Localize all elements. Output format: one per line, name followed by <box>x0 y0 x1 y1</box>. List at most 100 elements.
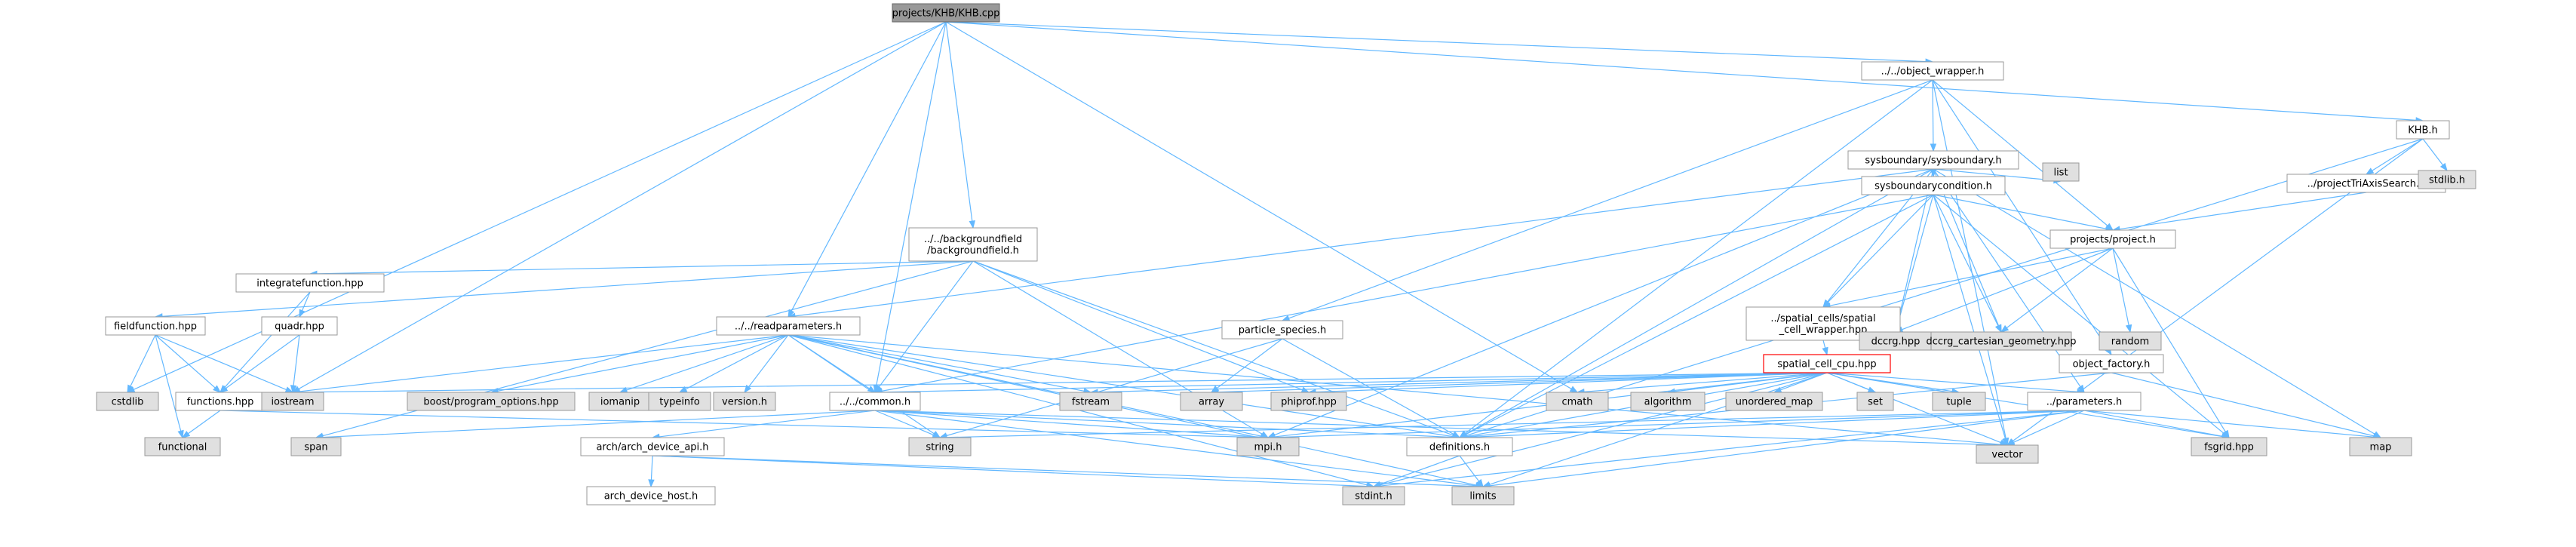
edge-spatial_cell_cpu-to-parameters <box>1826 372 2078 392</box>
node-label: cmath <box>1561 397 1592 408</box>
node-label: iomanip <box>600 397 640 408</box>
node-functions[interactable]: functions.hpp <box>175 392 266 411</box>
edge-readparameters-to-fstream <box>788 334 1085 392</box>
node-label: cstdlib <box>112 397 144 408</box>
node-label: ../projectTriAxisSearch.h <box>2307 179 2426 190</box>
node-boost-po: boost/program_options.hpp <box>407 392 576 411</box>
node-project-h[interactable]: projects/project.h <box>2049 229 2176 249</box>
node-integratefunction[interactable]: integratefunction.hpp <box>235 273 385 293</box>
node-label: ../../common.h <box>840 397 910 408</box>
edge-fieldfunction-to-cstdlib <box>130 334 156 387</box>
node-box <box>1180 392 1243 411</box>
edge-backgroundfield-to-integratefunction <box>316 260 974 275</box>
node-version-h: version.h <box>713 392 776 411</box>
node-box <box>2396 120 2450 140</box>
node-label: string <box>926 442 953 453</box>
node-label: functional <box>158 442 207 453</box>
node-label: unordered_map <box>1736 397 1813 408</box>
node-box <box>105 316 206 336</box>
edge-spatial_cell_cpu-to-vector <box>1826 372 2001 444</box>
node-backgroundfield[interactable]: ../../backgroundfield/backgroundfield.h <box>908 227 1038 262</box>
edge-sysboundarycondition-to-spatial_cell_wrapper <box>1827 194 1934 303</box>
node-box <box>1930 331 2072 351</box>
node-box <box>1236 437 1300 456</box>
node-definitions[interactable]: definitions.h <box>1406 437 1513 456</box>
edge-definitions-to-stdint <box>1380 455 1460 485</box>
node-box <box>2059 354 2164 373</box>
node-iostream: iostream <box>261 392 324 411</box>
edge-project_h-to-dccrg_cart <box>2006 247 2114 329</box>
node-label: arch/arch_device_api.h <box>596 442 708 453</box>
node-label: boost/program_options.hpp <box>423 397 558 408</box>
node-box <box>407 392 576 411</box>
edge-project_h-to-spatial_cell_wrapper <box>1829 247 2114 306</box>
edge-khb_cpp-to-cmath <box>945 21 1572 389</box>
edge-spatial_cell_cpu-to-cmath <box>1583 372 1828 392</box>
node-label: ../../readparameters.h <box>735 321 842 333</box>
edge-quadr-to-functions <box>225 334 300 389</box>
node-parameters[interactable]: ../parameters.h <box>2027 392 2142 411</box>
edge-khb_h-to-definitions <box>1466 138 2424 436</box>
node-label: dccrg_cartesian_geometry.hpp <box>1926 336 2076 348</box>
node-khb-cpp[interactable]: projects/KHB/KHB.cpp <box>892 3 1000 23</box>
node-readparameters[interactable]: ../../readparameters.h <box>716 316 861 336</box>
node-particle-species[interactable]: particle_species.h <box>1221 320 1343 340</box>
arrowhead-khb_cpp-to-readparameters <box>788 309 795 318</box>
edge-readparameters-to-version_h <box>748 334 789 388</box>
edge-spatial_cell_cpu-to-stdint <box>1380 372 1828 486</box>
node-spatial-cell-wrapper[interactable]: ../spatial_cells/spatial_cell_wrapper.hp… <box>1745 306 1901 341</box>
node-box <box>892 3 1000 23</box>
edge-sysboundary-to-dccrg_cart <box>1933 168 2000 326</box>
node-label: tuple <box>1946 397 1971 408</box>
arrowhead-spatial_cell_wrapper-to-spatial_cell_cpu <box>1822 346 1828 356</box>
arrowhead-quadr-to-iostream <box>290 385 297 394</box>
node-span: span <box>290 437 342 456</box>
node-sysboundarycondition[interactable]: sysboundarycondition.h <box>1861 176 2006 195</box>
node-label: list <box>2053 167 2068 179</box>
node-arch-host[interactable]: arch_device_host.h <box>586 486 716 506</box>
node-label: integratefunction.hpp <box>256 278 364 290</box>
node-box <box>1861 61 2004 81</box>
arrowhead-project_h-to-random <box>2125 324 2132 333</box>
node-label: quadr.hpp <box>275 321 324 333</box>
node-fieldfunction[interactable]: fieldfunction.hpp <box>105 316 206 336</box>
node-object-factory[interactable]: object_factory.h <box>2059 354 2164 373</box>
edge-fieldfunction-to-functions <box>155 334 216 389</box>
node-box <box>235 273 385 293</box>
node-common[interactable]: ../../common.h <box>829 392 921 411</box>
node-label: fieldfunction.hpp <box>114 321 197 333</box>
edge-spatial_cell_cpu-to-common <box>881 372 1828 393</box>
edge-object_wrapper-to-project_h <box>1932 79 2108 226</box>
node-map: map <box>2349 437 2412 456</box>
node-box <box>829 392 921 411</box>
edge-definitions-to-limits <box>1459 455 1480 482</box>
edge-readparameters-to-vector <box>788 334 2001 445</box>
node-tuple: tuple <box>1932 392 1986 411</box>
node-set: set <box>1856 392 1894 411</box>
node-mpi: mpi.h <box>1236 437 1300 456</box>
edge-khb_cpp-to-iostream <box>298 21 947 390</box>
node-sysboundary[interactable]: sysboundary/sysboundary.h <box>1847 150 2019 170</box>
edge-object_wrapper-to-vector <box>1932 79 2006 439</box>
edge-fieldfunction-to-functional <box>155 334 182 432</box>
node-label: ../../backgroundfield <box>924 234 1022 245</box>
edge-khb_h-to-projecttriaxis <box>2372 138 2424 171</box>
edge-parameters-to-stdint <box>1380 410 2085 487</box>
node-label: version.h <box>722 397 767 408</box>
node-object-wrapper[interactable]: ../../object_wrapper.h <box>1861 61 2004 81</box>
node-label: particle_species.h <box>1239 325 1326 336</box>
edge-spatial_cell_cpu-to-fsgrid <box>1826 372 2223 438</box>
node-box <box>1546 392 1609 411</box>
node-layer: projects/KHB/KHB.cpp ../../object_wrapper… <box>96 3 2476 506</box>
edge-khb_cpp-to-object_wrapper <box>945 21 1927 63</box>
edge-sysboundarycondition-to-dccrg <box>1896 194 1934 326</box>
node-khb-h[interactable]: KHB.h <box>2396 120 2450 140</box>
edge-khb_h-to-stdlib_h <box>2422 138 2444 166</box>
node-quadr[interactable]: quadr.hpp <box>261 316 338 336</box>
node-label: projects/project.h <box>2070 235 2156 246</box>
node-spatial-cell-cpu[interactable]: spatial_cell_cpu.hpp <box>1763 354 1891 373</box>
edge-sysboundarycondition-to-common <box>881 194 1934 392</box>
edge-project_h-to-random <box>2112 247 2129 326</box>
node-arch-api[interactable]: arch/arch_device_api.h <box>580 437 725 456</box>
node-unordered-map: unordered_map <box>1725 392 1823 411</box>
